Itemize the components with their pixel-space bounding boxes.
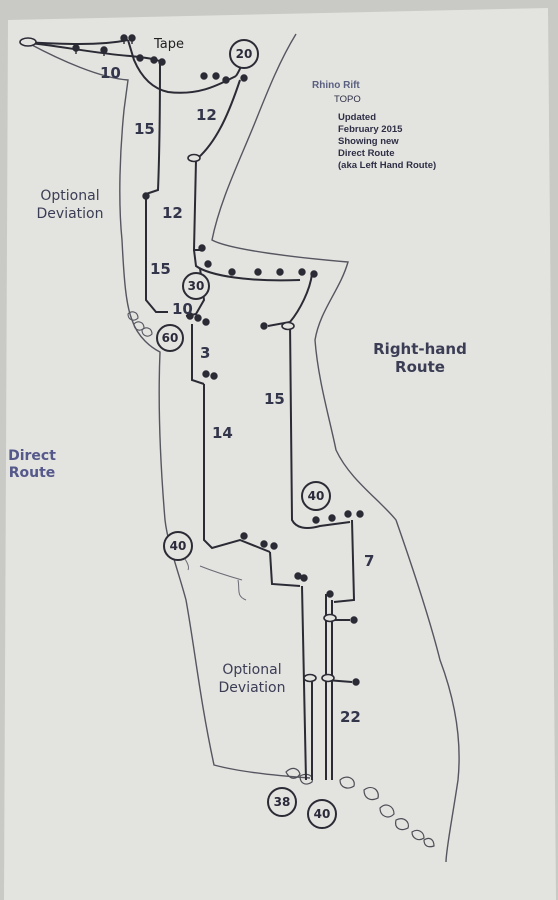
rope-length-badge: 40 [301, 481, 331, 511]
pitch-length: 10 [100, 64, 121, 82]
right-hand-route-label: Right-hand Route [373, 340, 467, 376]
legend: Rhino Rift TOPO Updated February 2015 Sh… [312, 80, 436, 171]
rope-length-badge: 30 [182, 272, 210, 300]
legend-subtitle: TOPO [334, 94, 361, 105]
svg-text:Route: Route [395, 358, 445, 376]
pitch-length: 14 [212, 424, 233, 442]
pitch-length: 22 [340, 708, 361, 726]
svg-text:Optional: Optional [222, 662, 281, 678]
legend-line: February 2015 [338, 124, 403, 135]
rope-length-badge: 40 [307, 799, 337, 829]
direct-route-label: Direct Route [8, 448, 56, 481]
svg-text:Route: Route [9, 465, 56, 481]
svg-text:40: 40 [308, 489, 325, 503]
rope-length-badge: 20 [229, 39, 259, 69]
rope-length-badge: 38 [267, 787, 297, 817]
pitch-length: 3 [200, 344, 210, 362]
pitch-length: 7 [364, 552, 374, 570]
svg-text:Deviation: Deviation [37, 206, 104, 222]
svg-text:30: 30 [188, 279, 205, 293]
legend-line: Direct Route [338, 148, 394, 159]
ledge-rubble [127, 311, 153, 337]
legend-line: Updated [338, 112, 376, 123]
pitch-length: 12 [162, 204, 183, 222]
legend-title: Rhino Rift [312, 80, 360, 91]
pitch-length: 15 [150, 260, 171, 278]
svg-text:Right-hand: Right-hand [373, 340, 467, 358]
svg-text:60: 60 [162, 331, 179, 345]
pitch-length: 15 [134, 120, 155, 138]
anchor-bolts [72, 34, 364, 686]
pitch-length: 15 [264, 390, 285, 408]
tape-label: Tape [153, 37, 184, 52]
svg-text:40: 40 [314, 807, 331, 821]
svg-text:Optional: Optional [40, 188, 99, 204]
optional-deviation-top-label: Optional Deviation [37, 188, 104, 222]
pitch-length: 12 [196, 106, 217, 124]
svg-text:Direct: Direct [8, 448, 56, 464]
cave-wall-right [211, 33, 460, 863]
svg-text:38: 38 [274, 795, 291, 809]
svg-text:40: 40 [170, 539, 187, 553]
legend-line: (aka Left Hand Route) [338, 160, 436, 171]
cave-wall-left [29, 43, 311, 779]
pitch-length: 10 [172, 300, 193, 318]
svg-text:20: 20 [236, 47, 253, 61]
pitch-lengths: 10 15 12 12 15 10 3 14 15 7 22 [100, 64, 374, 726]
rope-length-badges: 20 30 60 40 40 38 40 [156, 39, 337, 829]
rope-length-badge: 40 [163, 531, 193, 561]
legend-line: Showing new [338, 136, 399, 147]
deviation-rings [19, 37, 337, 683]
optional-deviation-bottom-label: Optional Deviation [219, 662, 286, 696]
rope-length-badge: 60 [156, 324, 184, 352]
svg-text:Deviation: Deviation [219, 680, 286, 696]
paper-sheet [4, 8, 556, 900]
